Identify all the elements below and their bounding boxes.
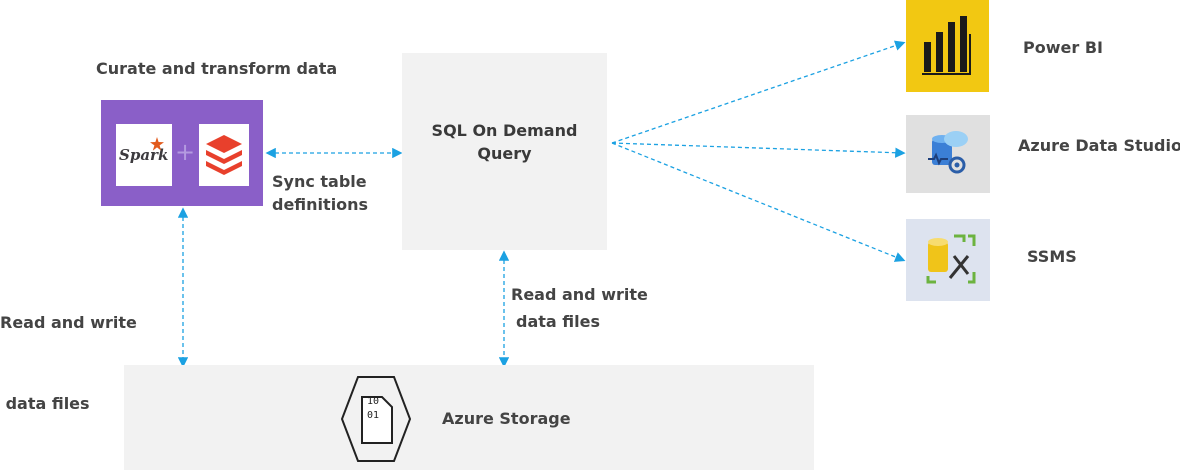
left-rw-line1: Read and write — [0, 313, 137, 332]
azure-data-studio-label: Azure Data Studio — [1018, 136, 1180, 155]
power-bi-tile — [906, 0, 989, 92]
spark-databricks-box: Spark + — [101, 100, 263, 206]
spark-logo-text: Spark — [119, 146, 169, 164]
plus-symbol: + — [175, 138, 196, 166]
spark-logo: Spark — [116, 124, 172, 186]
sql-box-line1: SQL On Demand — [431, 121, 578, 140]
sync-label: Sync table definitions — [272, 170, 368, 216]
storage-icon-bits-1: 10 — [367, 396, 380, 407]
azure-storage-label: Azure Storage — [442, 409, 571, 428]
center-rw-label: Read and write data files — [511, 281, 648, 335]
storage-icon-bits-2: 01 — [367, 410, 380, 421]
power-bi-label: Power BI — [1023, 38, 1103, 57]
power-bi-icon — [922, 16, 971, 75]
sql-on-demand-box: SQL On Demand Query — [402, 53, 607, 250]
azure-storage-panel: 10 01 Azure Storage — [124, 365, 814, 470]
sync-label-line1: Sync table — [272, 172, 367, 191]
left-rw-label: Read and write data files — [0, 255, 137, 444]
left-rw-line2: data files — [0, 394, 90, 413]
storage-hexagon-icon — [340, 376, 412, 462]
databricks-logo — [199, 124, 249, 186]
sync-label-line2: definitions — [272, 195, 369, 214]
center-rw-line1: Read and write — [511, 285, 648, 304]
curate-label: Curate and transform data — [96, 59, 338, 78]
ssms-icon — [926, 234, 976, 284]
azure-data-studio-icon — [928, 131, 968, 174]
arrow-to-ssms — [611, 142, 906, 262]
ssms-tile — [906, 219, 990, 301]
sql-box-line2: Query — [477, 144, 532, 163]
arrow-to-power-bi — [611, 40, 906, 144]
databricks-icon — [206, 135, 242, 175]
spark-star-icon — [150, 137, 164, 151]
center-rw-line2: data files — [516, 312, 600, 331]
ssms-label: SSMS — [1027, 247, 1077, 266]
azure-data-studio-tile — [906, 115, 990, 193]
arrow-to-azure-data-studio — [611, 142, 906, 158]
